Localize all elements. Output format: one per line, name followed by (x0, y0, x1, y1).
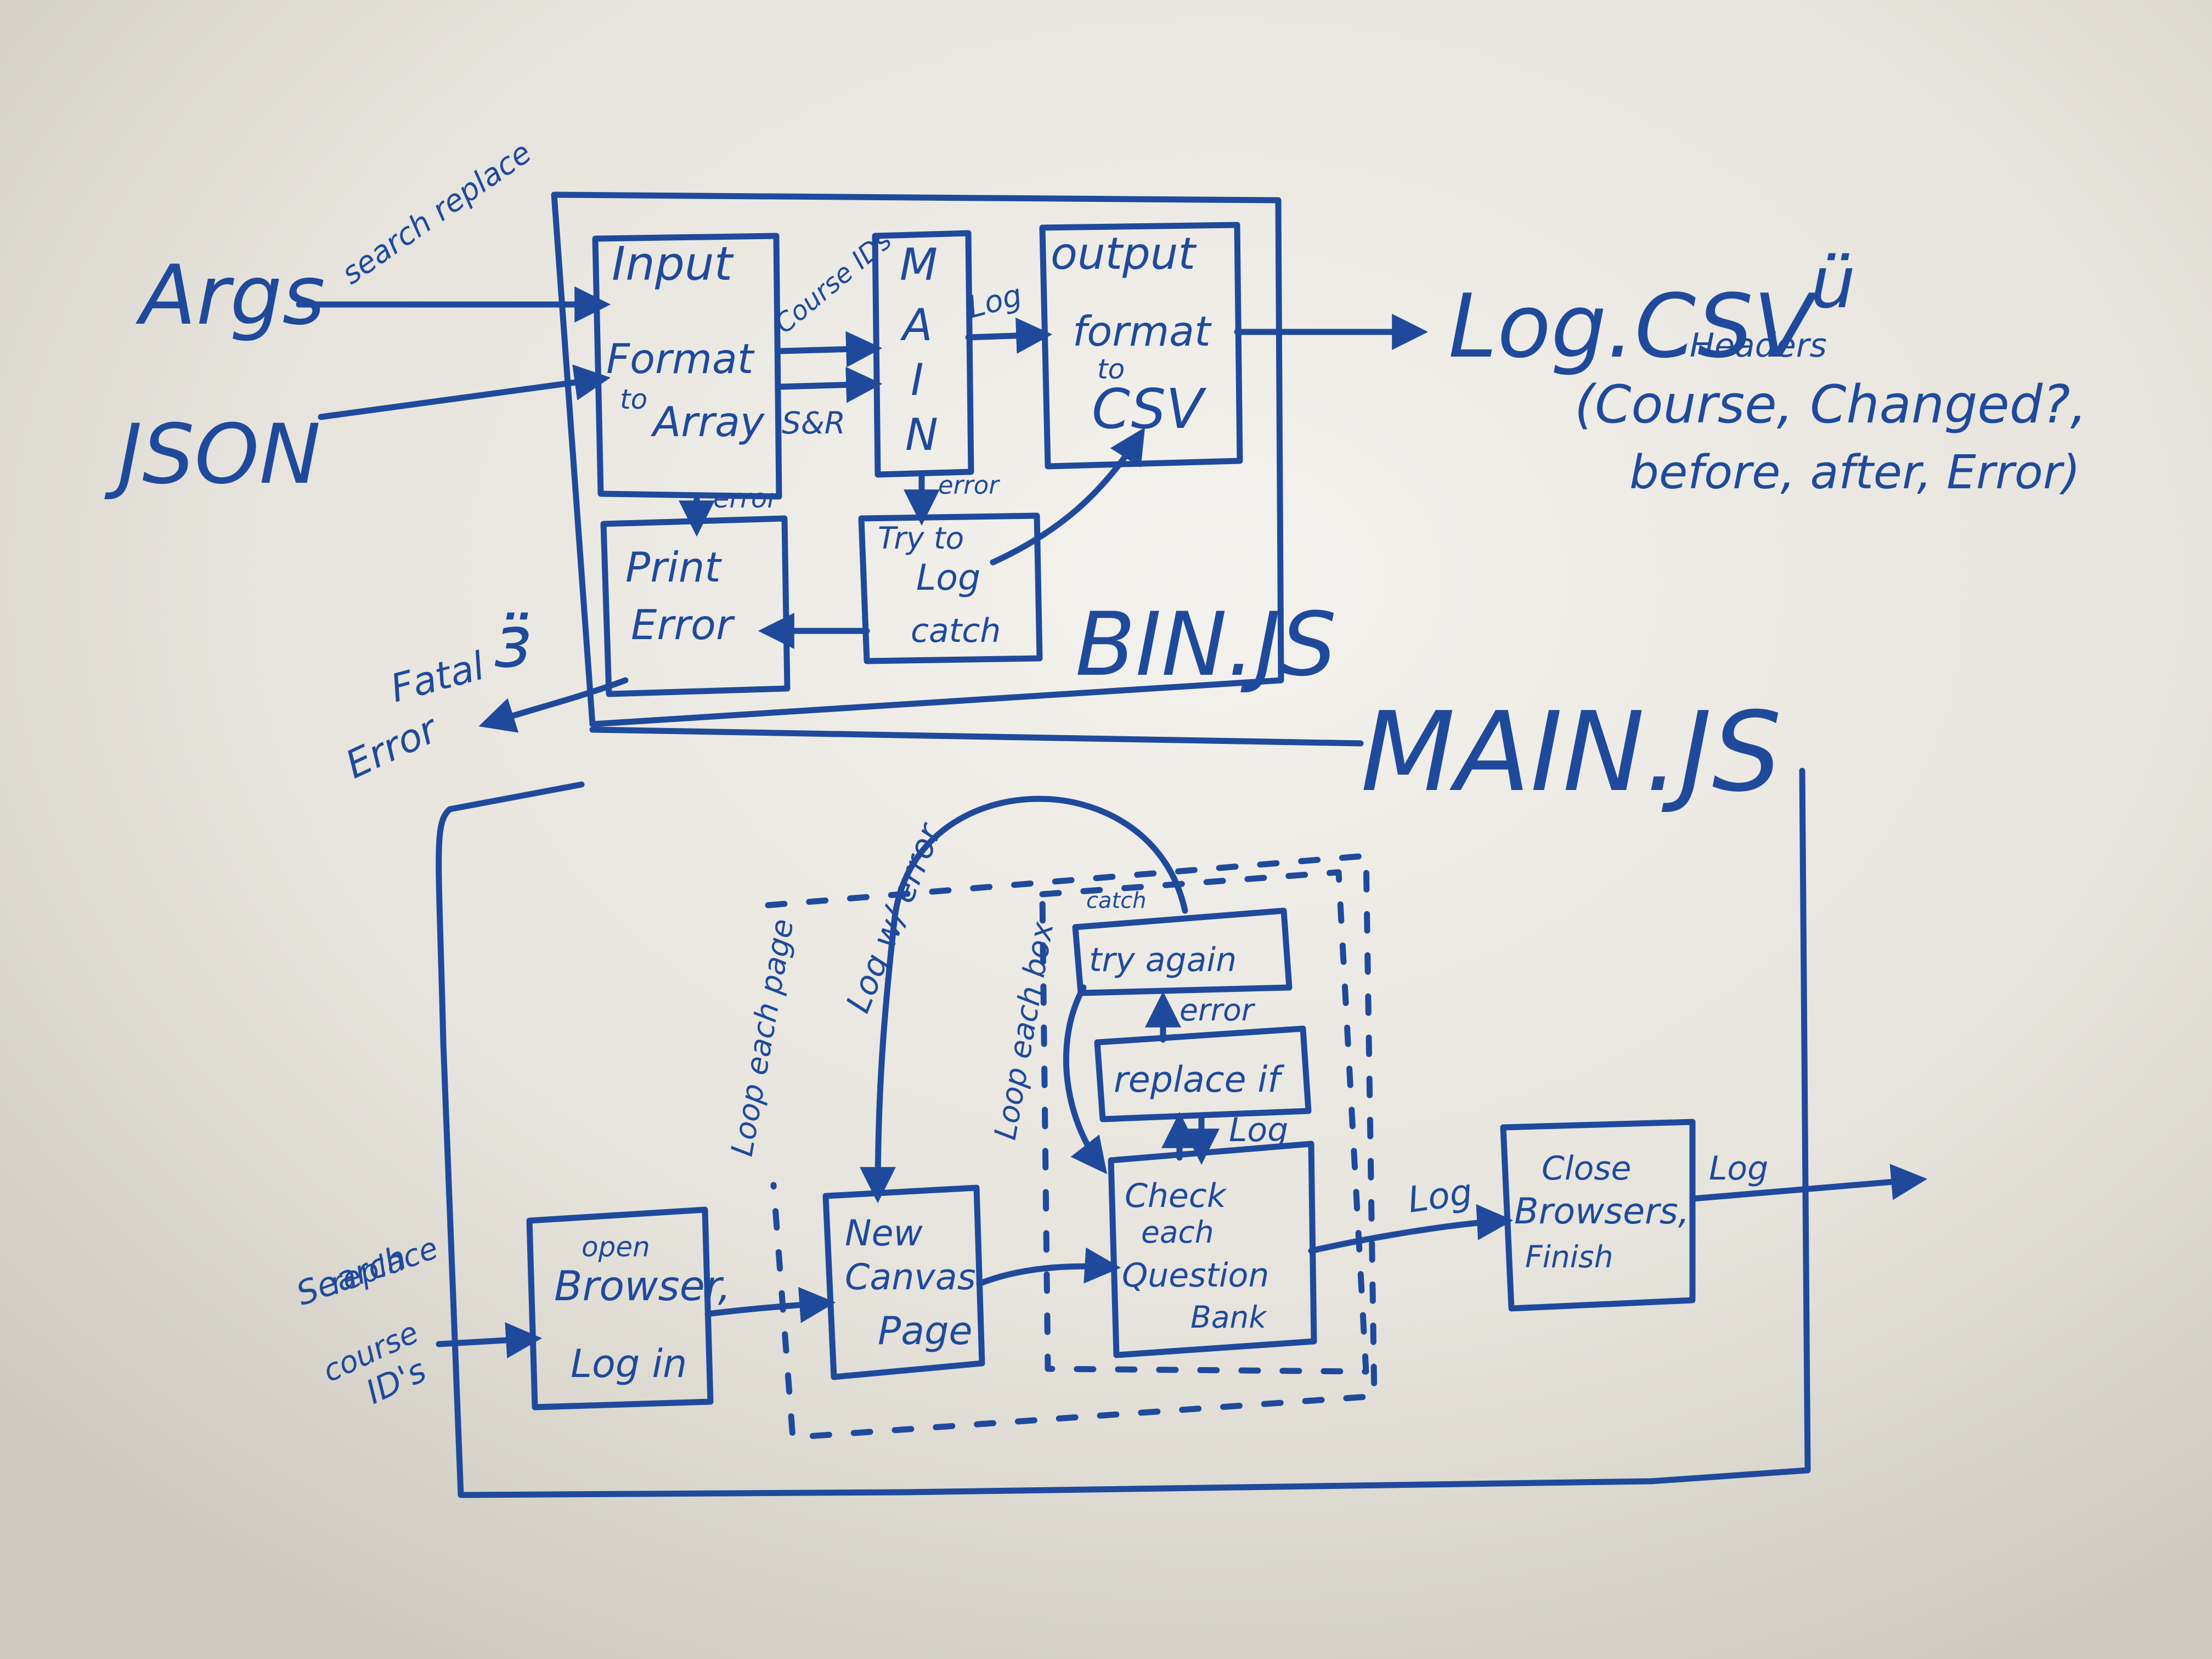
new-canvas-line3: Page (878, 1308, 973, 1353)
close-line1: Close (1542, 1149, 1631, 1188)
json-arrow (318, 364, 611, 420)
main-letter-i: I (911, 354, 924, 405)
close-line3: Finish (1525, 1239, 1613, 1274)
canvas-to-check-arrow (976, 1247, 1121, 1287)
open-to-canvas-arrow (704, 1286, 836, 1323)
input-box-line3: to (620, 383, 647, 415)
output-box-line2: format (1073, 307, 1212, 356)
input-box-line1: Input (612, 237, 734, 291)
check-line1: Check (1125, 1177, 1227, 1215)
check-line2: each (1141, 1215, 1214, 1250)
replace-error-label: error (1180, 992, 1256, 1028)
replace-log-label: Log (1229, 1111, 1288, 1149)
course-ids-arrow (776, 331, 883, 368)
replace-if-label: replace if (1114, 1059, 1285, 1101)
check-log-label: Log (1406, 1171, 1475, 1221)
sad-face-icon: ӟ (494, 600, 532, 684)
print-error-box (600, 515, 791, 697)
try-box-line3: catch (911, 612, 1001, 650)
print-error-line1: Print (625, 543, 722, 591)
input-box (592, 233, 782, 500)
check-line3: Question (1122, 1256, 1269, 1295)
bin-js-title: BIN.JS (1075, 593, 1336, 696)
fatal-error-arrow (478, 677, 629, 733)
main-js-top-line (589, 726, 1364, 747)
close-line2: Browsers, (1514, 1191, 1689, 1232)
check-question-bank-box (1108, 1141, 1317, 1358)
input-box-line2: Format (606, 335, 755, 383)
main-log-arrow (965, 317, 1053, 354)
main-js-title: MAIN.JS (1361, 689, 1781, 816)
new-canvas-line1: New (845, 1213, 923, 1254)
close-log-label: Log (1709, 1149, 1768, 1188)
headers-line1: (Course, Changed?, (1575, 375, 2087, 435)
try-catch-box (858, 512, 1043, 664)
check-to-close-arrow (1308, 1204, 1514, 1254)
open-browser-line2: Browser, (554, 1262, 731, 1310)
loop-each-box-boundary (1039, 869, 1369, 1375)
main-letter-n: N (905, 409, 938, 460)
output-box (1039, 222, 1243, 470)
sr-label: S&R (782, 405, 845, 441)
new-canvas-line2: Canvas (845, 1257, 976, 1298)
check-line4: Bank (1190, 1300, 1267, 1335)
close-browsers-box (1500, 1119, 1696, 1312)
smiley-icon: ü (1810, 241, 1855, 324)
input-error-label: error (713, 483, 780, 514)
catch-label: catch (1086, 888, 1147, 913)
sr-arrow (776, 366, 883, 403)
try-box-line1: Try to (878, 521, 964, 556)
try-again-catch-arrow (1063, 984, 1108, 1175)
bin-outer-box (551, 191, 1284, 727)
main-letter-a: A (900, 300, 933, 351)
inputs-to-open-browser-arrow (436, 1322, 543, 1358)
log-csv-title: Log.CSV (1448, 275, 1819, 377)
try-to-output-arrow (990, 427, 1146, 566)
close-log-arrow (1689, 1164, 1928, 1202)
output-box-line1: output (1051, 228, 1197, 279)
log-with-error-arrow (860, 795, 1188, 1204)
print-error-line2: Error (631, 601, 735, 649)
output-box-line3: to (1097, 353, 1125, 385)
json-label: JSON (104, 407, 321, 503)
output-box-line4: CSV (1092, 377, 1207, 441)
replace-if-box (1094, 1025, 1312, 1122)
main-js-outer-box (436, 768, 1811, 1498)
args-label: Args (136, 248, 325, 343)
main-error-label: error (938, 471, 1000, 500)
loop-each-page-boundary (765, 853, 1378, 1441)
main-letter-m: M (900, 239, 938, 290)
open-browser-line1: open (582, 1231, 650, 1263)
headers-line2: before, after, Error) (1629, 445, 2080, 500)
try-again-label: try again (1089, 941, 1237, 979)
headers-label: Headers (1690, 326, 1827, 365)
try-again-box (1072, 907, 1293, 996)
input-box-line4: Array (651, 398, 765, 446)
try-box-line2: Log (916, 557, 980, 599)
open-browser-line3: Log in (571, 1341, 687, 1386)
